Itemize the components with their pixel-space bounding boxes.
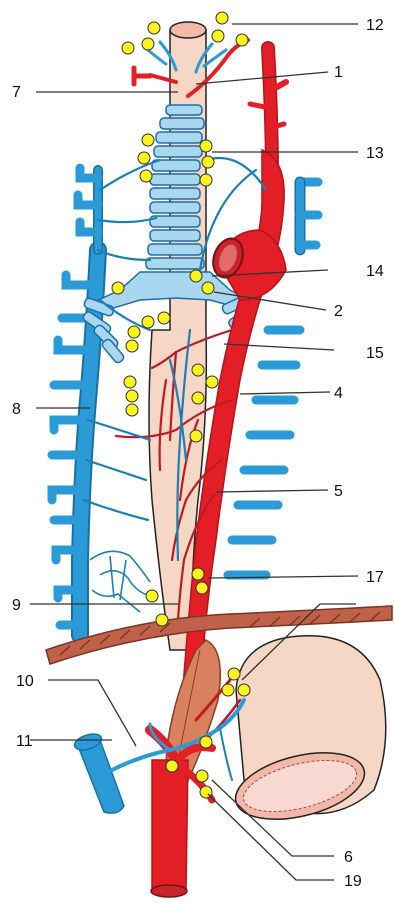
label-9: 9: [12, 597, 21, 614]
label-4: 4: [334, 385, 343, 402]
label-14: 14: [366, 263, 384, 280]
portal-vein: [73, 731, 124, 813]
label-17: 17: [366, 569, 384, 586]
abdominal-aorta: [151, 760, 188, 897]
label-11: 11: [16, 733, 33, 750]
label-19: 19: [344, 873, 362, 890]
stomach: [229, 636, 386, 831]
label-12: 12: [366, 17, 384, 34]
label-8: 8: [12, 401, 21, 418]
azygos-vein-system: [80, 170, 98, 635]
venous-plexus: [90, 551, 150, 612]
label-13: 13: [366, 145, 384, 162]
label-2: 2: [334, 303, 343, 320]
trachea: [82, 105, 253, 364]
label-10: 10: [16, 673, 34, 690]
label-5: 5: [334, 483, 343, 500]
label-6: 6: [344, 849, 353, 866]
label-7: 7: [12, 84, 21, 101]
label-1: 1: [334, 64, 343, 81]
label-15: 15: [366, 345, 384, 362]
